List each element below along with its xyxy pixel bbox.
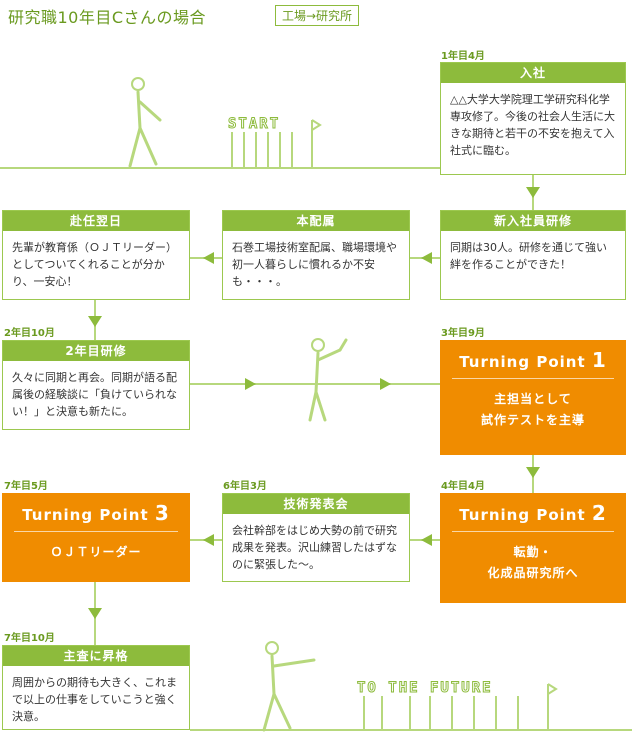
arrow-right-1 (245, 378, 256, 390)
future-posts-icon (363, 683, 558, 730)
card-text: 同期は30人。研修を通じて強い絆を作ることができた！ (450, 241, 607, 271)
card-title: 2年目研修 (3, 341, 189, 361)
tp-line: ＯＪＴリーダー (50, 545, 142, 559)
arrow-right-2 (380, 378, 391, 390)
card-text: 先輩が教育係（ＯＪＴリーダー）としてついてくれることが分かり、一安心！ (12, 241, 177, 288)
card-text: 会社幹部をはじめ大勢の前で研究成果を発表。沢山練習したはずなのに緊張した〜。 (232, 524, 397, 571)
card-kenshu2: 2年目研修 久々に同期と再会。同期が語る配属後の経験談に「負けていられない！」と… (2, 340, 190, 430)
future-label: TO THE FUTURE (357, 680, 493, 697)
arrow-left-2 (203, 252, 214, 264)
tp-heading: Turning Point 1 (452, 340, 614, 379)
card-shokaku: 主査に昇格 周囲からの期待も大きく、これまで以上の仕事をしていこうと強く決意。 (2, 645, 190, 730)
arrow-down-1 (526, 187, 540, 198)
tp-line: 試作テストを主導 (480, 413, 585, 427)
page-subtitle: 工場→研究所 (275, 5, 360, 26)
tp-label: Turning Point (22, 506, 149, 524)
date-y2m10: 2年目10月 (4, 328, 55, 339)
card-gijutsu: 技術発表会 会社幹部をはじめ大勢の前で研究成果を発表。沢山練習したはずなのに緊張… (222, 493, 410, 582)
tp-number: 2 (591, 501, 607, 525)
tp-line: 化成品研究所へ (487, 566, 579, 580)
card-text: △△大学大学院理工学研究科化学専攻修了。今後の社会人生活に大きな期待と若干の不安… (450, 93, 615, 157)
tp-body: ＯＪＴリーダー (2, 532, 190, 563)
page-title: 研究職10年目Cさんの場合 (8, 8, 207, 27)
tp-heading: Turning Point 3 (14, 493, 178, 532)
turning-point-3: Turning Point 3 ＯＪＴリーダー (2, 493, 190, 582)
date-y6m3: 6年目3月 (223, 481, 267, 492)
tp-body: 転勤・ 化成品研究所へ (440, 532, 626, 584)
date-y4m4: 4年目4月 (441, 481, 485, 492)
card-nyusha: 入社 △△大学大学院理工学研究科化学専攻修了。今後の社会人生活に大きな期待と若干… (440, 62, 626, 175)
tp-number: 1 (591, 348, 607, 372)
start-posts-icon (231, 119, 322, 168)
tp-label: Turning Point (459, 353, 586, 371)
card-title: 入社 (441, 63, 625, 83)
tp-line: 主担当として (494, 392, 572, 406)
cheering-person-icon (308, 338, 348, 422)
walking-person-icon (128, 77, 162, 168)
pointing-person-icon (262, 641, 316, 732)
turning-point-1: Turning Point 1 主担当として 試作テストを主導 (440, 340, 626, 455)
tp-line: 転勤・ (513, 545, 553, 559)
arrow-down-2 (88, 316, 102, 327)
tp-body: 主担当として 試作テストを主導 (440, 379, 626, 431)
arrow-down-3 (526, 467, 540, 478)
start-label: START (227, 116, 281, 133)
card-shinnyu: 新入社員研修 同期は30人。研修を通じて強い絆を作ることができた！ (440, 210, 626, 300)
card-text: 久々に同期と再会。同期が語る配属後の経験談に「負けていられない！」と決意も新たに… (12, 371, 177, 418)
arrow-left-3 (421, 534, 432, 546)
card-title: 赴任翌日 (3, 211, 189, 231)
card-text: 周囲からの期待も大きく、これまで以上の仕事をしていこうと強く決意。 (12, 676, 177, 723)
arrow-left-1 (421, 252, 432, 264)
card-title: 新入社員研修 (441, 211, 625, 231)
card-honhaizoku: 本配属 石巻工場技術室配属、職場環境や初一人暮らしに慣れるか不安も・・・。 (222, 210, 410, 300)
date-nyusha: 1年目4月 (441, 51, 485, 62)
turning-point-2: Turning Point 2 転勤・ 化成品研究所へ (440, 493, 626, 603)
date-y3m9: 3年目9月 (441, 328, 485, 339)
card-funin: 赴任翌日 先輩が教育係（ＯＪＴリーダー）としてついてくれることが分かり、一安心！ (2, 210, 190, 300)
card-title: 主査に昇格 (3, 646, 189, 666)
card-title: 技術発表会 (223, 494, 409, 514)
tp-heading: Turning Point 2 (452, 493, 614, 532)
arrow-down-4 (88, 608, 102, 619)
tp-label: Turning Point (459, 506, 586, 524)
date-y7m5: 7年目5月 (4, 481, 48, 492)
date-y7m10: 7年目10月 (4, 633, 55, 644)
card-title: 本配属 (223, 211, 409, 231)
card-text: 石巻工場技術室配属、職場環境や初一人暮らしに慣れるか不安も・・・。 (232, 241, 397, 288)
arrow-left-4 (203, 534, 214, 546)
tp-number: 3 (154, 501, 170, 525)
